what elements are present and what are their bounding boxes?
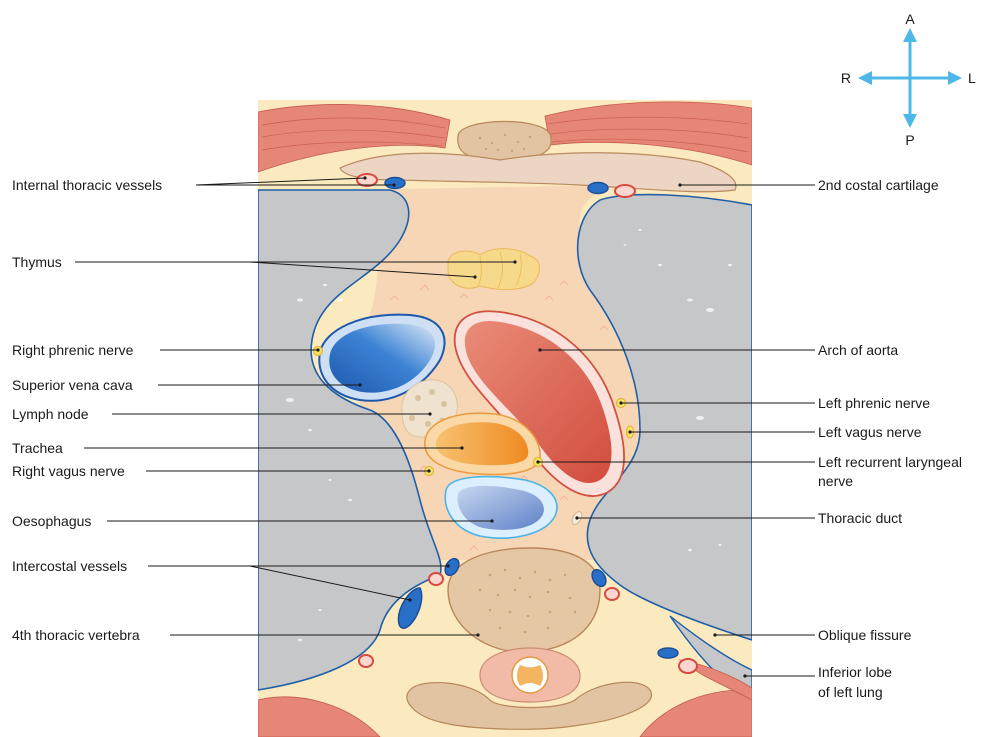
label-inferior-lobe-left-lung: Inferior lobe <box>818 664 892 680</box>
label-oblique-fissure: Oblique fissure <box>818 627 912 643</box>
arrow-right-icon <box>948 71 962 85</box>
compass-anterior-label: A <box>905 11 915 27</box>
label-thoracic-duct: Thoracic duct <box>818 510 902 526</box>
label-internal-thoracic-vessels: Internal thoracic vessels <box>12 177 162 193</box>
label-second-costal-cartilage: 2nd costal cartilage <box>818 177 939 193</box>
arrow-left-icon <box>858 71 872 85</box>
compass-right-label: R <box>841 70 851 86</box>
labels-left: Internal thoracic vessels Thymus Right p… <box>12 177 162 643</box>
label-superior-vena-cava: Superior vena cava <box>12 377 133 393</box>
label-right-vagus-nerve: Right vagus nerve <box>12 463 125 479</box>
label-fourth-thoracic-vertebra: 4th thoracic vertebra <box>12 627 140 643</box>
label-intercostal-vessels: Intercostal vessels <box>12 558 127 574</box>
label-left-recurrent-laryngeal-nerve-line2: nerve <box>818 473 853 489</box>
compass-posterior-label: P <box>905 132 914 148</box>
labels-right: 2nd costal cartilage Arch of aorta Left … <box>818 177 962 700</box>
thymus-shape <box>448 249 539 290</box>
label-trachea: Trachea <box>12 440 63 456</box>
orientation-compass: A P R L <box>841 11 976 148</box>
label-oesophagus: Oesophagus <box>12 513 91 529</box>
label-left-recurrent-laryngeal-nerve: Left recurrent laryngeal <box>818 454 962 470</box>
label-inferior-lobe-left-lung-line2: of left lung <box>818 684 883 700</box>
label-left-vagus-nerve: Left vagus nerve <box>818 424 922 440</box>
label-arch-of-aorta: Arch of aorta <box>818 342 898 358</box>
label-left-phrenic-nerve: Left phrenic nerve <box>818 395 930 411</box>
label-right-phrenic-nerve: Right phrenic nerve <box>12 342 134 358</box>
label-thymus: Thymus <box>12 254 62 270</box>
compass-left-label: L <box>968 70 976 86</box>
arrow-down-icon <box>903 114 917 128</box>
sternum <box>458 121 551 160</box>
arrow-up-icon <box>903 28 917 42</box>
cross-section <box>258 100 752 737</box>
label-lymph-node: Lymph node <box>12 406 89 422</box>
